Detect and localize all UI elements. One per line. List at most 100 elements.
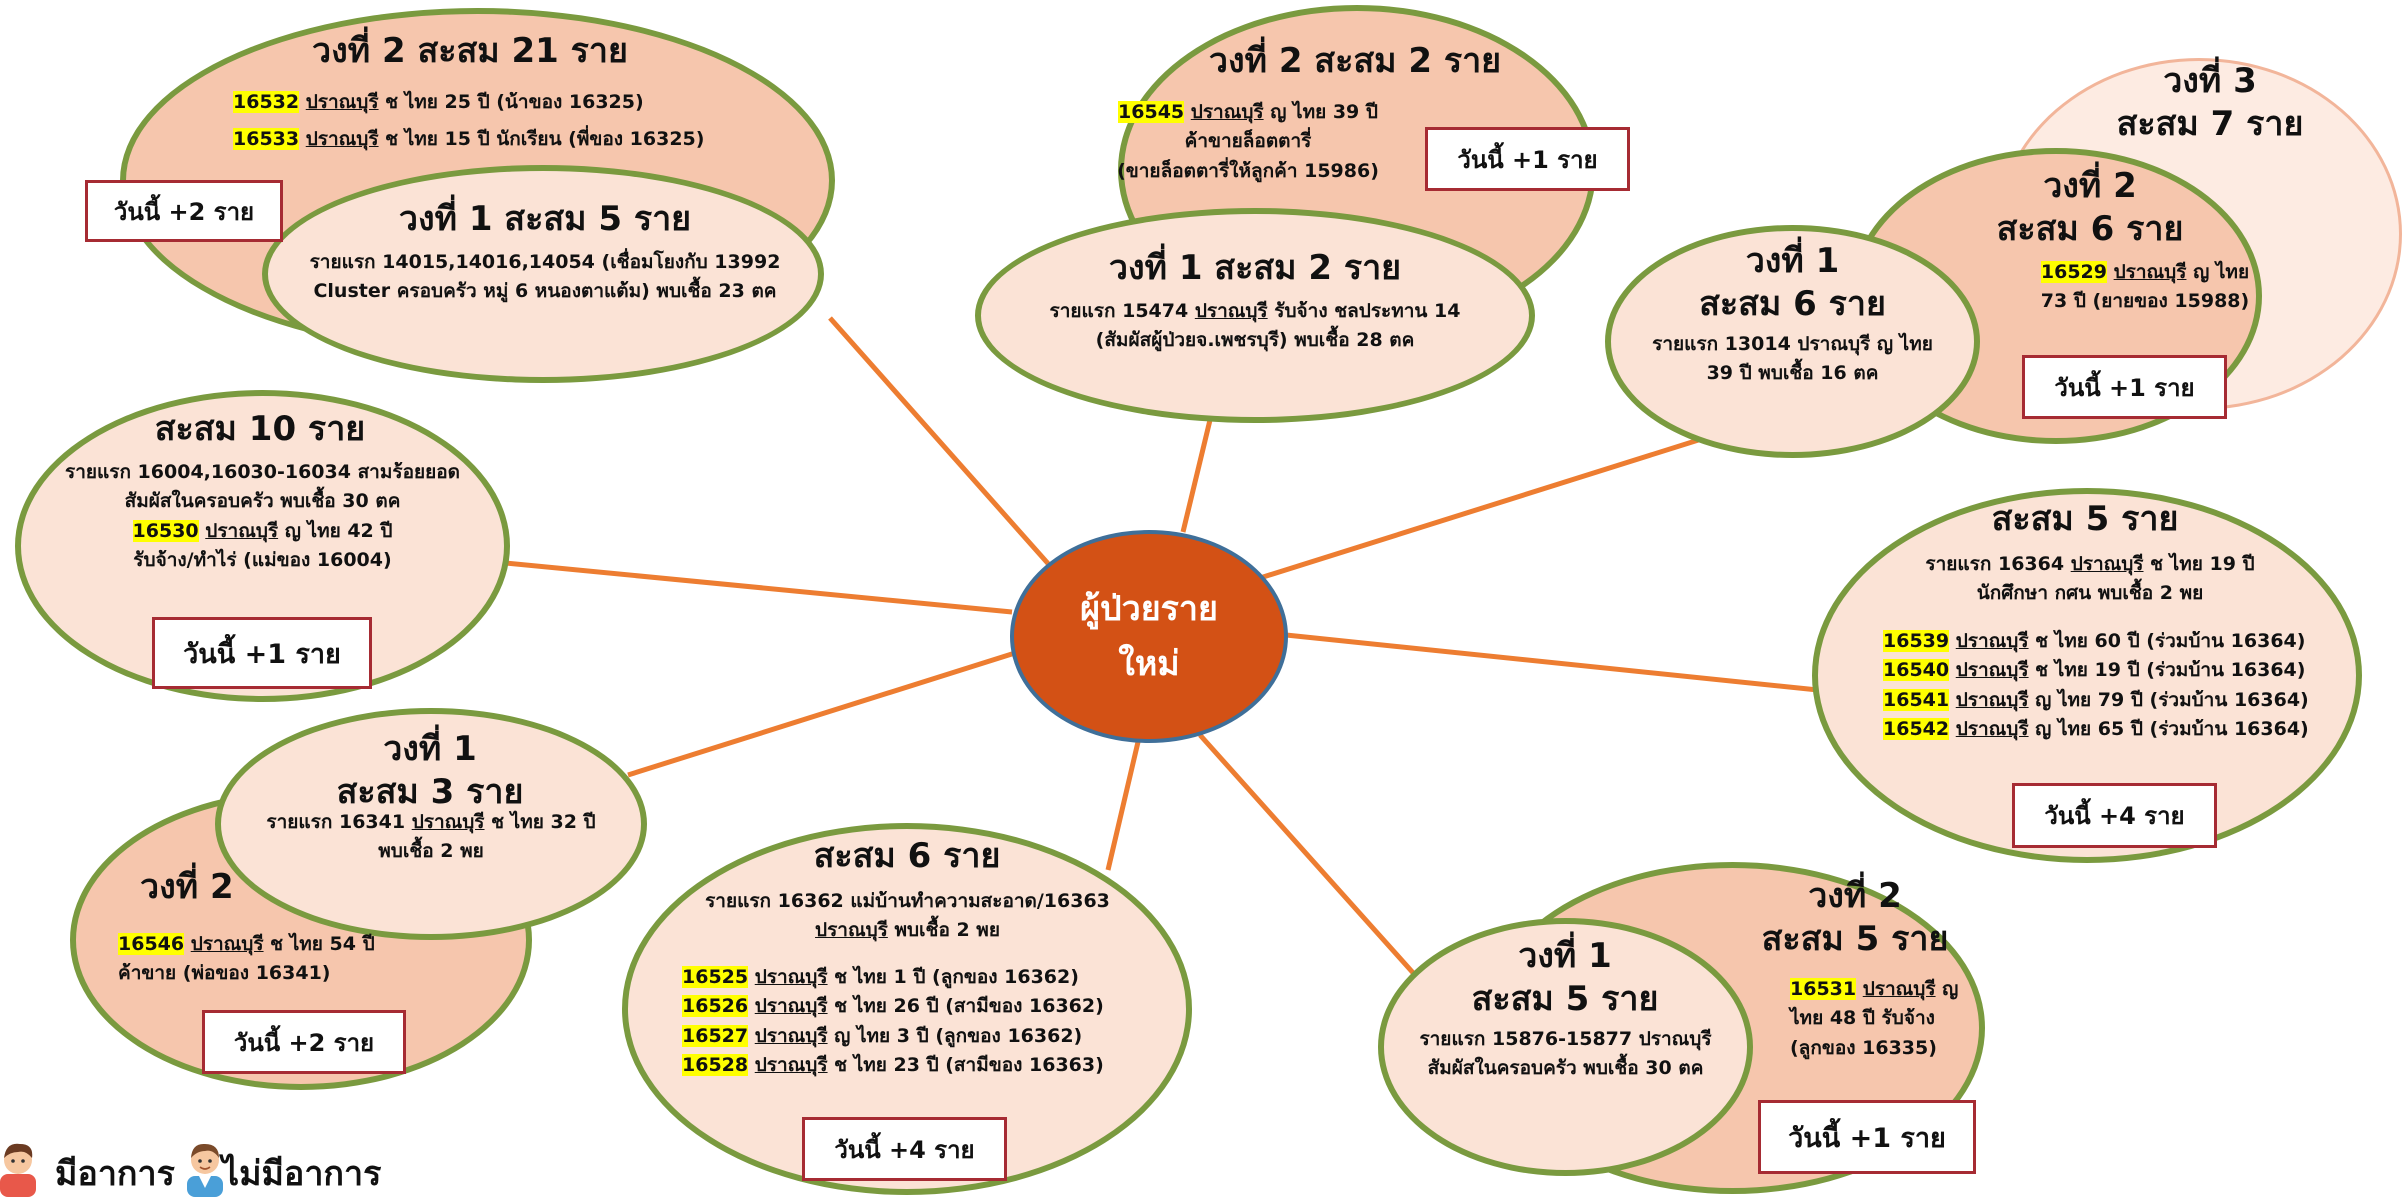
text-prefix: รายแรก 15474: [1049, 300, 1195, 322]
cluster6-wave1-text: รายแรก 16341 ปราณบุรี ช ไทย 32 ปี พบเชื้…: [225, 808, 637, 867]
text-line: สัมผัสในครอบครัว พบเชื้อ 30 ตค: [1427, 1057, 1704, 1080]
case-location: ปราณบุรี: [2070, 553, 2144, 575]
case-detail: ช ไทย 19 ปี (ร่วมบ้าน 16364): [2028, 659, 2306, 682]
cluster2-wave2-text: 16545 ปราณบุรี ญ ไทย 39 ปี ค้าขายล็อตตาร…: [1108, 98, 1388, 186]
case-location: ปราณบุรี: [411, 811, 485, 833]
case-id: 16526: [682, 995, 749, 1018]
cluster8-wave1-oval: [1378, 918, 1753, 1176]
title-line: วงที่ 2: [1808, 876, 1902, 916]
connector-line: [828, 316, 1054, 570]
cluster7-today-box: วันนี้ +4 ราย: [802, 1117, 1007, 1181]
case-location: ปราณบุรี: [305, 128, 379, 150]
asymptomatic-person-icon: [187, 1143, 223, 1197]
title-line: สะสม 6 ราย: [1996, 208, 2184, 249]
title-line: สะสม 3 ราย: [336, 771, 524, 812]
text-line: 16545 ปราณบุรี ญ ไทย 39 ปี: [1108, 98, 1388, 127]
cluster4-today-box: วันนี้ +1 ราย: [152, 617, 372, 689]
case-location: ปราณบุรี: [2113, 261, 2187, 283]
case-detail: รับจ้าง ชลประทาน 14: [1267, 300, 1461, 322]
cluster1-wave1-oval: [262, 165, 824, 383]
case-id: 16532: [233, 91, 300, 113]
cluster4-title: สะสม 10 ราย: [154, 409, 366, 449]
title-line: วงที่ 3: [2163, 61, 2257, 101]
case-location: ปราณบุรี: [1955, 688, 2029, 711]
title-line: สะสม 6 ราย: [1699, 283, 1886, 324]
cluster3-wave2-text: 16529 ปราณบุรี ญ ไทย 73 ปี (ยายของ 15988…: [2010, 258, 2280, 317]
case-id: 16545: [1118, 101, 1185, 123]
case-row: 16539 ปราณบุรี ช ไทย 60 ปี (ร่วมบ้าน 163…: [1883, 627, 2309, 656]
case-detail: ช ไทย 15 ปี นักเรียน (พี่ของ 16325): [378, 128, 705, 150]
case-id: 16533: [233, 128, 300, 150]
connector-line: [1285, 632, 1819, 693]
cluster3-wave1-oval: [1605, 225, 1980, 458]
cluster3-today-box: วันนี้ +1 ราย: [2022, 355, 2227, 419]
cluster5-case-list: 16539 ปราณบุรี ช ไทย 60 ปี (ร่วมบ้าน 163…: [1883, 627, 2309, 745]
title-line: วงที่ 1: [383, 729, 477, 769]
case-location: ปราณบุรี: [754, 995, 828, 1018]
case-location: ปราณบุรี: [305, 91, 379, 113]
cluster4-text: รายแรก 16004,16030-16034 สามร้อยยอด สัมผ…: [25, 458, 500, 576]
case-detail: ญ: [1935, 978, 1959, 1000]
case-detail: ญ ไทย 42 ปี: [278, 519, 393, 542]
text-line: (สัมผัสผู้ป่วยจ.เพชรบุรี) พบเชื้อ 28 ตค: [1095, 329, 1415, 352]
center-node: ผู้ป่วยราย ใหม่: [1010, 530, 1288, 743]
case-row: 16542 ปราณบุรี ญ ไทย 65 ปี (ร่วมบ้าน 163…: [1883, 715, 2309, 744]
cluster7-text-top: รายแรก 16362 แม่บ้านทำความสะอาด/16363 ปร…: [645, 887, 1170, 946]
text-line: 16529 ปราณบุรี ญ ไทย: [2010, 258, 2280, 287]
cluster5-title: สะสม 5 ราย: [1991, 499, 2179, 539]
case-row: 16526 ปราณบุรี ช ไทย 26 ปี (สามีของ 1636…: [682, 992, 1104, 1021]
cluster6-today-box: วันนี้ +2 ราย: [202, 1010, 406, 1074]
case-row: 16527 ปราณบุรี ญ ไทย 3 ปี (ลูกของ 16362): [682, 1022, 1104, 1051]
case-row: 16541 ปราณบุรี ญ ไทย 79 ปี (ร่วมบ้าน 163…: [1883, 686, 2309, 715]
case-detail: พบเชื้อ 2 พย: [887, 919, 1000, 942]
text-line: 16530 ปราณบุรี ญ ไทย 42 ปี: [25, 517, 500, 546]
text-line: (ขายล็อตตารี่ให้ลูกค้า 15986): [1117, 159, 1379, 182]
cluster3-wave3-title: วงที่ 3 สะสม 7 ราย: [2060, 60, 2360, 145]
title-line: สะสม 5 ราย: [1761, 918, 1949, 959]
cluster1-wave2-title: วงที่ 2 สะสม 21 ราย: [312, 31, 628, 71]
case-id: 16530: [132, 519, 199, 542]
case-id: 16542: [1883, 718, 1950, 741]
connector-line: [627, 650, 1016, 778]
case-location: ปราณบุรี: [205, 519, 279, 542]
text-line: Cluster ครอบครัว หมู่ 6 หนองตาแต้ม) พบเช…: [313, 280, 777, 303]
title-line: สะสม 7 ราย: [2116, 103, 2304, 144]
cluster3-wave2-title: วงที่ 2 สะสม 6 ราย: [1960, 165, 2220, 250]
connector-line: [1105, 741, 1141, 871]
symptomatic-person-icon: [0, 1143, 36, 1197]
connector-line: [504, 560, 1013, 615]
cluster1-wave2-case-line: 16533 ปราณบุรี ช ไทย 15 ปี นักเรียน (พี่…: [233, 125, 704, 154]
cluster6-wave2-text: 16546 ปราณบุรี ช ไทย 54 ปี ค้าขาย (พ่อขอ…: [118, 930, 375, 989]
text-line: ไทย 48 ปี รับจ้าง: [1790, 1007, 1935, 1030]
cluster7-case-list: 16525 ปราณบุรี ช ไทย 1 ปี (ลูกของ 16362)…: [682, 963, 1104, 1081]
case-location: ปราณบุรี: [1194, 300, 1268, 322]
case-detail: ช ไทย 23 ปี (สามีของ 16363): [827, 1054, 1104, 1077]
cluster8-wave1-title: วงที่ 1 สะสม 5 ราย: [1410, 935, 1720, 1020]
case-location: ปราณบุรี: [1862, 978, 1936, 1000]
case-detail: ช ไทย 60 ปี (ร่วมบ้าน 16364): [2028, 630, 2306, 652]
connector-line: [1198, 733, 1417, 977]
case-detail: ญ ไทย 39 ปี: [1263, 101, 1378, 123]
case-location: ปราณบุรี: [190, 933, 264, 955]
cluster1-today-box: วันนี้ +2 ราย: [85, 180, 283, 242]
connector-line: [1259, 434, 1709, 581]
case-id: 16528: [682, 1054, 749, 1077]
cluster5-today-box: วันนี้ +4 ราย: [2012, 783, 2217, 848]
case-detail: ช ไทย 19 ปี: [2143, 553, 2255, 575]
cluster5-text-top: รายแรก 16364 ปราณบุรี ช ไทย 19 ปี นักศึก…: [1835, 550, 2345, 609]
cluster6-wave1-oval: [215, 708, 647, 940]
cluster1-wave1-text: รายแรก 14015,14016,14054 (เชื่อมโยงกับ 1…: [280, 248, 810, 307]
cluster6-wave1-title: วงที่ 1 สะสม 3 ราย: [275, 728, 585, 813]
case-location: ปราณบุรี: [754, 966, 828, 988]
case-id: 16540: [1883, 659, 1950, 682]
cluster1-wave1-title: วงที่ 1 สะสม 5 ราย: [398, 199, 692, 239]
case-id: 16541: [1883, 688, 1950, 711]
case-id: 16546: [118, 933, 185, 955]
text-line: รายแรก 14015,14016,14054 (เชื่อมโยงกับ 1…: [309, 251, 781, 273]
case-detail: ช ไทย 26 ปี (สามีของ 16362): [827, 995, 1104, 1018]
cluster3-wave1-title: วงที่ 1 สะสม 6 ราย: [1640, 240, 1945, 325]
text-line: ค้าขายล็อตตารี่: [1184, 130, 1312, 153]
case-id: 16529: [2040, 261, 2107, 283]
title-line: วงที่ 2: [2043, 166, 2137, 206]
